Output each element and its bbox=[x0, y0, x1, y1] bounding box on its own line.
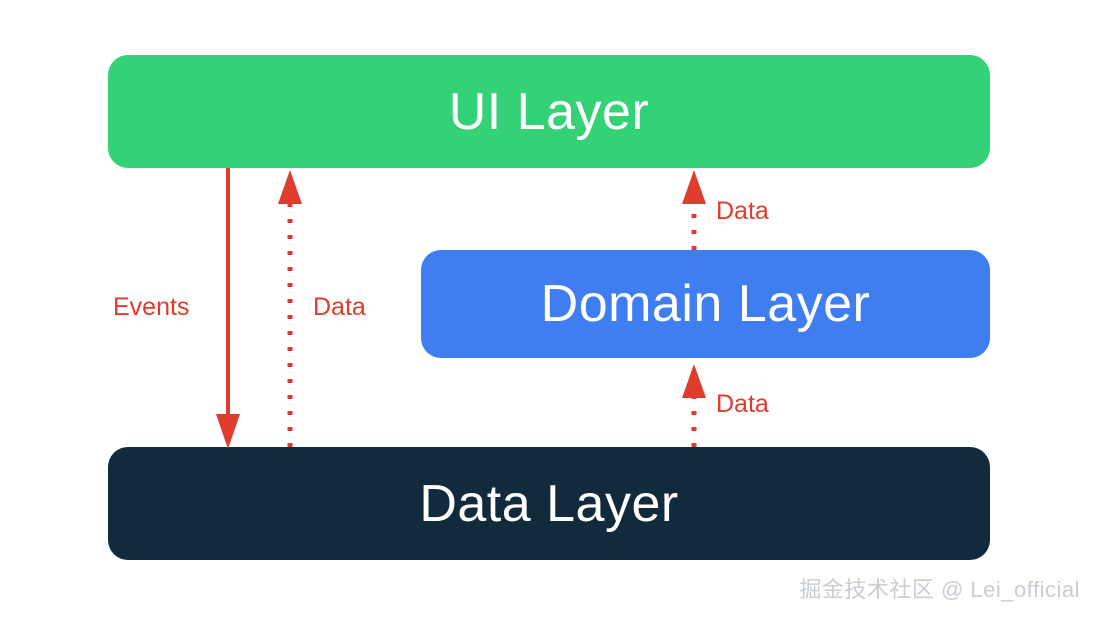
layer-label-domain: Domain Layer bbox=[540, 275, 871, 333]
edge-ui-to-data-events bbox=[216, 168, 240, 449]
edge-label-data-ui: Data bbox=[313, 293, 366, 321]
edge-data-to-domain-data bbox=[682, 364, 706, 447]
arrowhead-up-data-ui bbox=[278, 170, 302, 204]
arrowhead-up-data-domain-data bbox=[682, 364, 706, 398]
edge-data-to-ui-data bbox=[278, 170, 302, 447]
layer-label-ui: UI Layer bbox=[448, 82, 650, 141]
edge-label-data-domain-ui: Data bbox=[716, 197, 769, 225]
layer-box-ui: UI Layer bbox=[108, 55, 990, 168]
edge-label-events: Events bbox=[113, 293, 190, 321]
edge-label-data-domain-data: Data bbox=[716, 390, 769, 418]
watermark: 掘金技术社区 @ Lei_official bbox=[799, 577, 1080, 602]
layer-label-data: Data Layer bbox=[419, 474, 679, 533]
arrowhead-up-data-domain-ui bbox=[682, 170, 706, 204]
layer-box-domain: Domain Layer bbox=[421, 250, 990, 358]
layer-box-data: Data Layer bbox=[108, 447, 990, 560]
arrowhead-down-events bbox=[216, 414, 240, 449]
edge-domain-to-ui-data bbox=[682, 170, 706, 250]
